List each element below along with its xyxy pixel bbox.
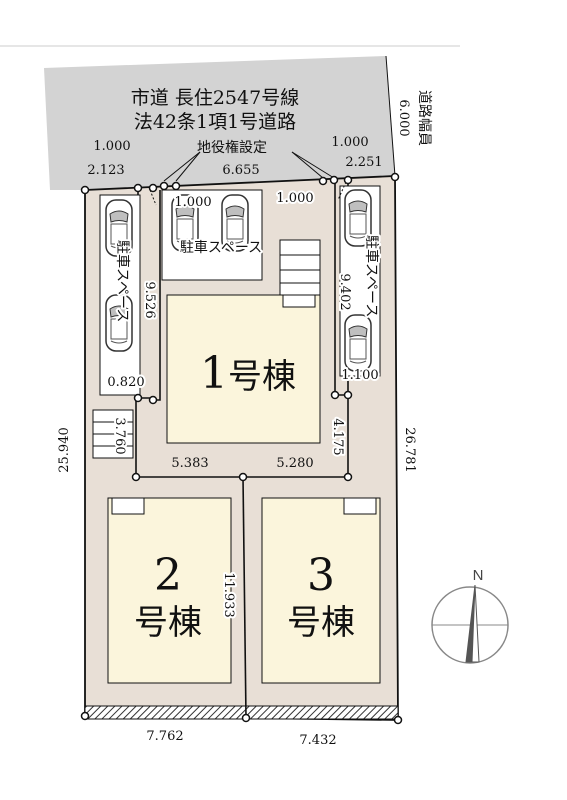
building-2 [107,497,232,684]
building-2-suffix: 号棟 [134,603,202,643]
road-width-label: 道路幅員 [416,90,432,146]
dim-inner-left: 1.000 [174,195,211,210]
road-name: 市道 長住2547号線 [131,87,299,109]
building-3 [261,497,381,684]
parking-label-top: 駐車スペース [180,239,262,256]
building-3-number: 3 [307,550,335,601]
dim-right-mid: 4.175 [330,418,345,455]
parking-label-right: 駐車スペース [363,235,380,317]
parking-label-left: 駐車スペース [114,240,131,322]
dim-right-neck: 1.100 [341,368,378,383]
dim-right-parking: 9.402 [337,273,352,310]
dim-top-right: 2.251 [345,155,382,170]
dim-left-side: 25.940 [57,427,72,473]
bottom-hatch [84,705,399,720]
building-1-suffix: 号棟 [228,357,296,397]
dim-left-parking: 9.526 [142,281,157,318]
stairs-top [279,239,321,296]
easement-arrows [149,151,347,206]
dim-mid-left: 5.383 [171,456,208,471]
building-3-balcony [343,497,377,515]
building-2-balcony [111,497,145,515]
building-2-number: 2 [154,550,182,601]
center-divider [242,476,247,719]
easement-label: 地役権設定 [197,139,267,156]
dim-left-mid: 3.760 [112,417,127,454]
road-classification: 法42条1項1号道路 [134,111,296,133]
dim-right-side: 26.781 [402,427,417,473]
compass-north: N [473,567,484,584]
dim-top-left: 2.123 [87,163,124,178]
dim-bottom-left: 7.762 [146,729,183,744]
dim-top-left-corner: 1.000 [93,139,130,154]
building-1-balcony [282,294,316,308]
building-1 [166,294,321,444]
stairs-left [92,409,134,459]
dim-mid-right: 5.280 [276,456,313,471]
dim-left-neck: 0.820 [107,375,144,390]
dim-center-divider: 11.933 [221,572,236,618]
road-width-value: 6.000 [396,99,411,136]
compass-icon: N [431,567,509,664]
dim-top-mid: 6.655 [222,163,259,178]
road [44,56,395,190]
dim-bottom-right: 7.432 [299,733,336,748]
dim-inner-right: 1.000 [276,191,313,206]
dim-top-right-corner: 1.000 [331,135,368,150]
building-3-suffix: 号棟 [287,603,355,643]
road-edge [385,55,396,177]
survey-points [80,172,403,725]
building-1-number: 1 [200,348,228,399]
car-icon [344,314,372,372]
